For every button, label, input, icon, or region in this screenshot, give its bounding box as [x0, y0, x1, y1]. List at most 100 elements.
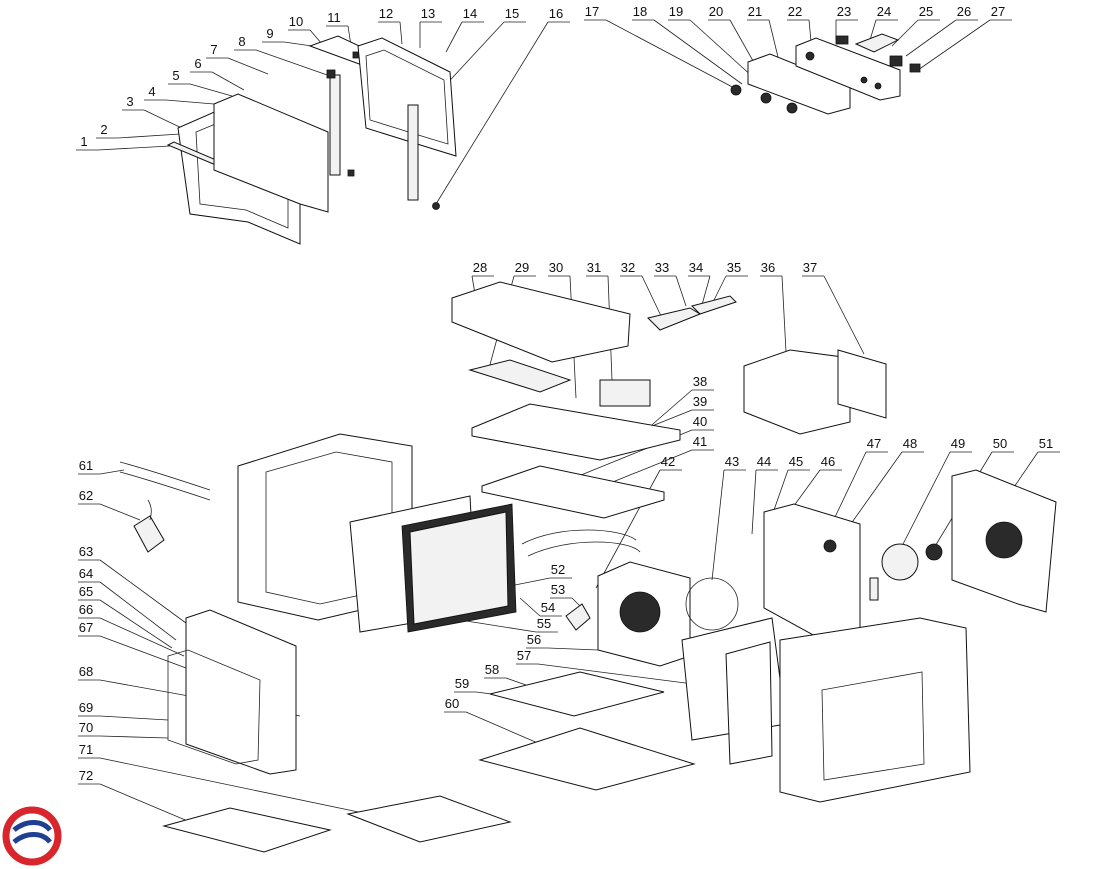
part-number-label: 64: [79, 566, 93, 581]
part-number-label: 57: [517, 648, 531, 663]
part-number-label: 46: [821, 454, 835, 469]
part-number-label: 28: [473, 260, 487, 275]
part-number-label: 70: [79, 720, 93, 735]
part-number-label: 42: [661, 454, 675, 469]
leader-line: [641, 275, 663, 319]
part-number-label: 12: [379, 6, 393, 21]
part-number-label: 29: [515, 260, 529, 275]
leader-line: [211, 71, 245, 91]
leader-line: [283, 41, 313, 47]
part-number-label: 41: [693, 434, 707, 449]
leader-line: [773, 469, 789, 511]
part-number-label: 60: [445, 696, 459, 711]
part-number-label: 49: [951, 436, 965, 451]
leader-line: [781, 275, 787, 353]
part-number-label: 7: [210, 42, 217, 57]
leader-line: [751, 469, 757, 535]
leader-line: [99, 599, 173, 649]
part-number-label: 27: [991, 4, 1005, 19]
leader-line: [435, 21, 549, 205]
oven-door-assembly: [779, 617, 971, 803]
leader-line: [99, 581, 177, 641]
part-number-label: 15: [505, 6, 519, 21]
thermostat: [133, 499, 165, 553]
top-cover: [451, 281, 737, 519]
leader-line: [97, 145, 171, 151]
control-panel: [730, 33, 921, 115]
part-number-label: 56: [527, 632, 541, 647]
part-number-label: 19: [669, 4, 683, 19]
part-number-label: 30: [549, 260, 563, 275]
part-number-label: 4: [148, 84, 155, 99]
leader-line: [917, 19, 991, 71]
part-number-label: 55: [537, 616, 551, 631]
leader-line: [605, 19, 739, 91]
leader-line: [711, 469, 725, 581]
part-number-label: 24: [877, 4, 891, 19]
part-number-label: 23: [837, 4, 851, 19]
leader-line: [445, 21, 463, 53]
part-number-label: 40: [693, 414, 707, 429]
ring-element: [685, 577, 739, 631]
leader-line: [891, 19, 919, 47]
part-number-label: 13: [421, 6, 435, 21]
leader-line: [905, 19, 957, 57]
part-number-label: 61: [79, 458, 93, 473]
part-number-label: 59: [455, 676, 469, 691]
part-number-label: 67: [79, 620, 93, 635]
leader-line: [713, 275, 727, 301]
baking-tray: [489, 671, 665, 717]
part-number-label: 17: [585, 4, 599, 19]
part-number-label: 68: [79, 664, 93, 679]
side-rack-right: [681, 617, 787, 765]
leader-line: [255, 49, 331, 77]
leader-line: [519, 597, 541, 617]
part-number-label: 5: [172, 68, 179, 83]
grill-element: [521, 529, 641, 557]
part-number-label: 65: [79, 584, 93, 599]
leader-line: [823, 275, 865, 355]
part-number-label: 44: [757, 454, 771, 469]
leader-line: [459, 619, 537, 633]
part-number-label: 54: [541, 600, 555, 615]
part-number-label: 34: [689, 260, 703, 275]
part-number-label: 35: [727, 260, 741, 275]
inner-door-glass: [213, 93, 329, 213]
leader-lines: [76, 19, 1060, 823]
leader-line: [1011, 451, 1039, 491]
leader-line: [869, 19, 877, 41]
part-number-label: 31: [587, 260, 601, 275]
heating-element-left: [349, 495, 517, 633]
part-number-label: 18: [633, 4, 647, 19]
part-number-label: 48: [903, 436, 917, 451]
part-number-label: 37: [803, 260, 817, 275]
leader-line: [99, 469, 125, 475]
back-panel: [763, 503, 879, 643]
part-number-label: 25: [919, 4, 933, 19]
part-number-label: 43: [725, 454, 739, 469]
part-number-label: 38: [693, 374, 707, 389]
part-number-label: 72: [79, 768, 93, 783]
part-number-label: 21: [748, 4, 762, 19]
part-number-label: 51: [1039, 436, 1053, 451]
part-number-label: 62: [79, 488, 93, 503]
leader-line: [399, 21, 403, 45]
leader-line: [899, 451, 951, 551]
leader-line: [99, 757, 369, 815]
part-number-label: 32: [621, 260, 635, 275]
part-number-label: 58: [485, 662, 499, 677]
part-number-label: 63: [79, 544, 93, 559]
door-hinge-left: [326, 69, 355, 177]
rear-fan-cover: [565, 561, 691, 667]
part-number-label: 2: [100, 122, 107, 137]
part-number-label: 36: [761, 260, 775, 275]
part-number-label: 71: [79, 742, 93, 757]
grill-rack-bottom: [162, 807, 332, 853]
part-number-label: 9: [266, 26, 273, 41]
side-panel-box: [743, 349, 887, 435]
part-number-label: 1: [80, 134, 87, 149]
part-number-label: 26: [957, 4, 971, 19]
leader-line: [99, 559, 191, 627]
leader-line: [227, 57, 269, 75]
